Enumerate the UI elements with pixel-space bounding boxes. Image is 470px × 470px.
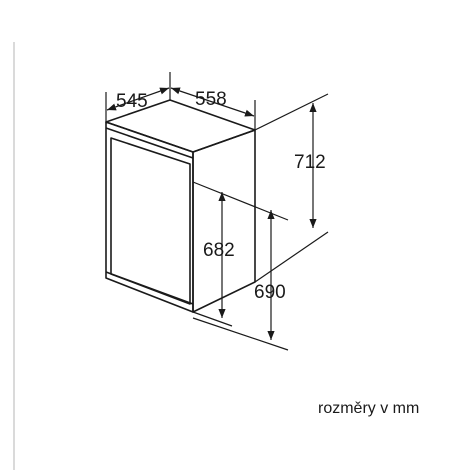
units-caption: rozměry v mm [318,400,420,417]
dimension-lines [105,72,329,351]
height-ext-top [254,93,329,131]
height-niche-min-label: 682 [203,240,235,261]
height-ext-bottom [254,231,329,283]
height-niche-max-label: 690 [254,282,286,303]
door-top-trim [105,127,194,159]
door-bottom-trim [105,271,194,305]
width-label: 558 [195,89,227,110]
depth-label: 545 [116,91,148,112]
appliance-side-face [192,129,256,313]
depth-dimension-line [106,87,170,111]
appliance-body [105,99,256,313]
height-total-label: 712 [294,152,326,173]
niche-ext-top [192,181,289,221]
appliance-door [110,137,191,305]
width-dimension-line [170,87,255,117]
niche-ext-bottom-short [192,311,233,327]
niche-ext-bottom-long [192,317,289,351]
